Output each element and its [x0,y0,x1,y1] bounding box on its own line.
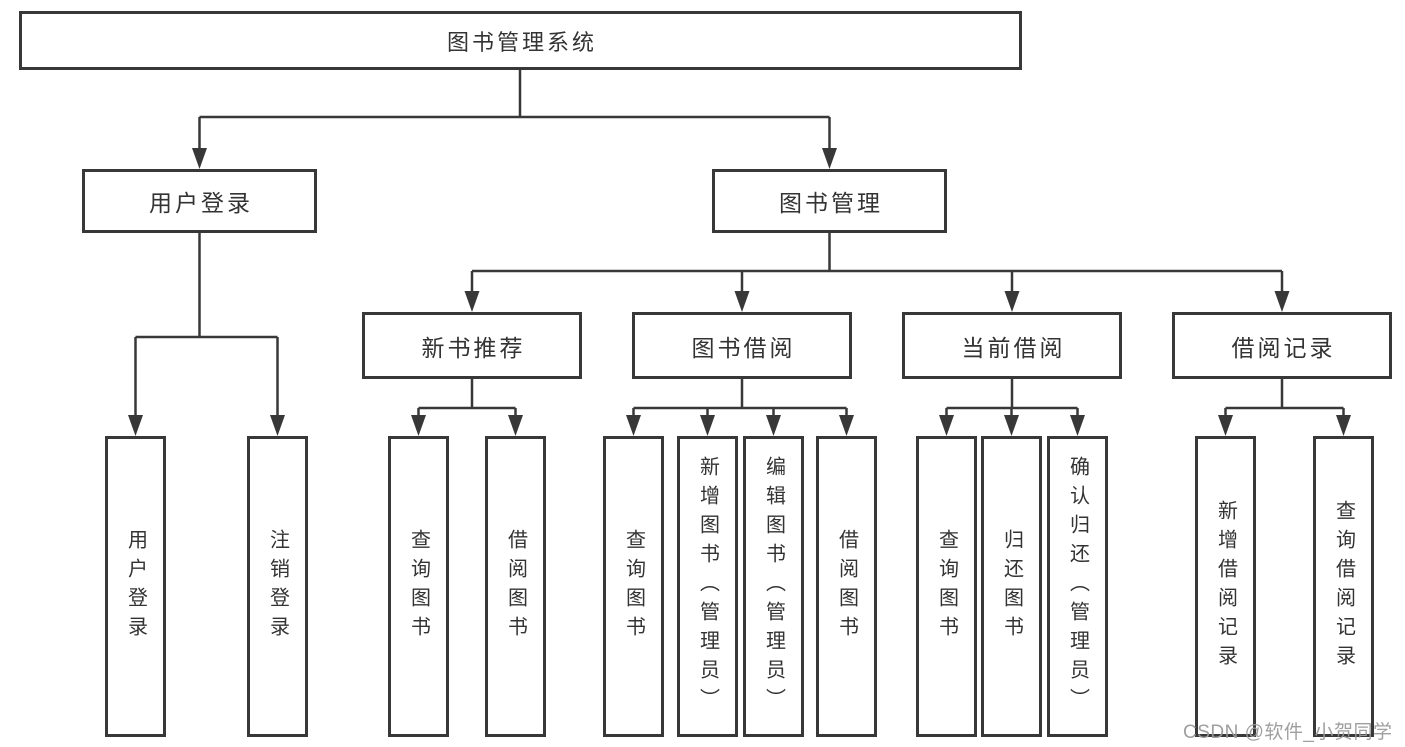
leaf-query-borrow-record: 查询借阅记录 [1313,436,1374,737]
leaf-label: 新增图书（管理员） [696,456,719,717]
leaf-query-books-borrow: 查询图书 [603,436,664,737]
leaf-confirm-return-admin: 确认归还（管理员） [1047,436,1108,737]
node-label: 图书借阅 [691,334,796,361]
node-borrowing-records: 借阅记录 [1172,312,1392,379]
leaf-label: 查询借阅记录 [1332,499,1355,674]
leaf-user-login: 用户登录 [105,436,166,737]
leaf-label: 用户登录 [124,528,147,645]
leaf-edit-books-admin: 编辑图书（管理员） [743,436,804,737]
leaf-label: 归还图书 [1000,528,1023,645]
leaf-add-books-admin: 新增图书（管理员） [677,436,738,737]
leaf-label: 确认归还（管理员） [1066,456,1089,717]
node-label: 当前借阅 [961,334,1066,361]
leaf-borrow-books: 借阅图书 [816,436,877,737]
leaf-label: 查询图书 [935,528,958,645]
node-book-management: 图书管理 [712,169,947,233]
leaf-label: 编辑图书（管理员） [762,456,785,717]
leaf-label: 注销登录 [266,528,289,645]
leaf-label: 查询图书 [407,528,430,645]
node-label: 新书推荐 [421,334,526,361]
node-label: 图书管理系统 [446,29,597,55]
leaf-label: 借阅图书 [835,528,858,645]
node-label: 借阅记录 [1231,334,1336,361]
node-user-login: 用户登录 [82,169,317,233]
node-label: 图书管理 [779,190,883,216]
leaf-label: 查询图书 [622,528,645,645]
csdn-watermark: CSDN @软件_小贺同学 [1183,722,1393,743]
leaf-add-borrow-record: 新增借阅记录 [1195,436,1256,737]
leaf-borrow-books-recommend: 借阅图书 [485,436,546,737]
leaf-query-books-recommend: 查询图书 [388,436,449,737]
leaf-logout: 注销登录 [247,436,308,737]
leaf-query-books-current: 查询图书 [916,436,977,737]
node-library-management-system: 图书管理系统 [19,11,1022,70]
node-current-borrowing: 当前借阅 [902,312,1122,379]
leaf-label: 借阅图书 [504,528,527,645]
leaf-return-books: 归还图书 [981,436,1042,737]
leaf-label: 新增借阅记录 [1214,499,1237,674]
node-label: 用户登录 [149,190,253,216]
node-new-book-recommendation: 新书推荐 [362,312,582,379]
node-book-borrowing: 图书借阅 [632,312,852,379]
